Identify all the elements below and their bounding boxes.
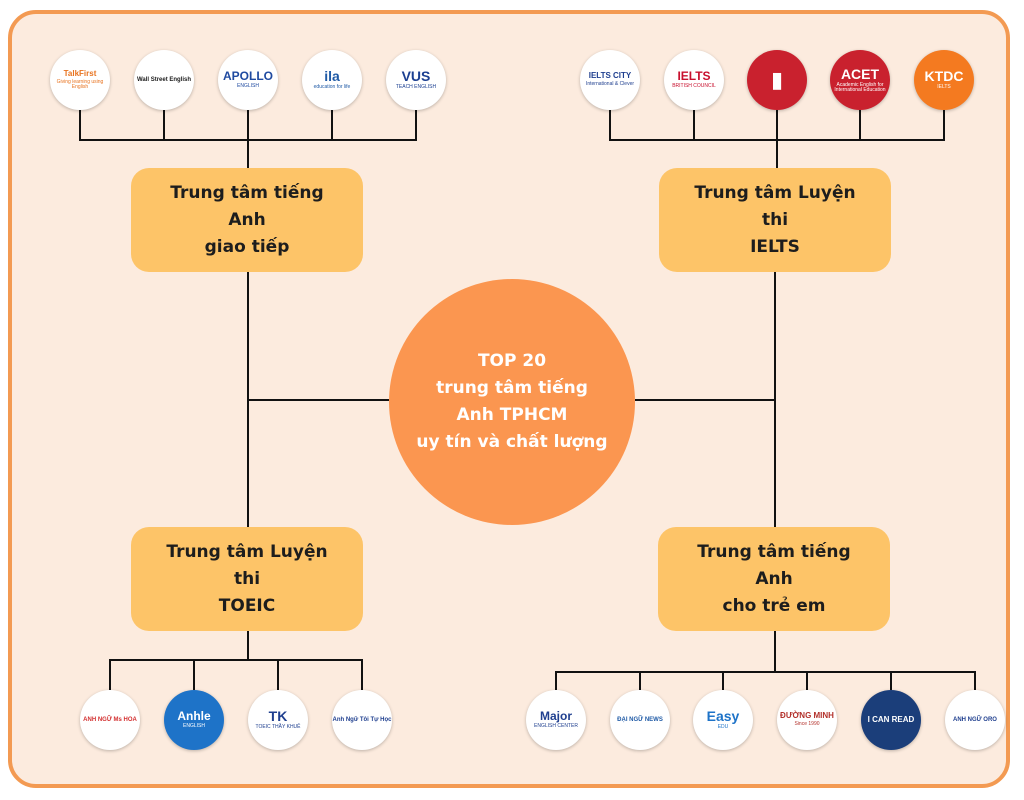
category-ielts-line-1: Trung tâm Luyện thi — [694, 182, 856, 230]
dai-ngu-news-logo-text: ĐẠI NGỮ NEWS — [617, 717, 663, 723]
book-logo-icon: ▮ — [747, 50, 807, 110]
british-council-logo-subtext: BRITISH COUNCIL — [672, 83, 716, 90]
ila-logo-text: ila — [324, 68, 340, 85]
major-english-center-logo-subtext: ENGLISH CENTER — [534, 723, 578, 730]
talkfirst-logo-text: TalkFirst — [63, 68, 97, 78]
anh-ngu-toi-tu-hoc-logo-icon: Anh Ngữ Tôi Tự Học — [332, 690, 392, 750]
connector-top-right-logos — [609, 110, 945, 168]
acet-logo-text: ACET — [840, 65, 880, 82]
category-communication-line-2: giao tiếp — [204, 236, 290, 257]
easy-edu-logo-text: Easy — [706, 708, 740, 725]
ielts-city-logo-subtext: International & Clever — [585, 81, 635, 88]
easy-edu-logo-subtext: EDU — [717, 724, 729, 731]
category-kids-line-2: cho trẻ em — [722, 595, 826, 616]
ielts-city-logo-text: IELTS CITY — [588, 71, 632, 81]
connector-bottom-left-logos — [109, 630, 363, 690]
anh-ngu-ms-hoa-logo-icon: ANH NGỮ Ms HOA — [80, 690, 140, 750]
british-council-logo-text: IELTS — [677, 69, 711, 84]
anh-ngu-oro-logo-icon: ANH NGỮ ORO — [945, 690, 1005, 750]
category-kids-box: Trung tâm tiếng Anh cho trẻ em — [658, 527, 890, 631]
center-title-line-2: trung tâm tiếng — [436, 378, 588, 398]
category-ielts-line-2: IELTS — [750, 236, 800, 257]
connector-center-right — [635, 272, 776, 528]
toeic-thay-khue-logo-subtext: TOEIC THẦY KHUÊ — [255, 724, 301, 731]
connector-center-left — [247, 272, 389, 528]
duong-minh-logo-subtext: Since 1990 — [794, 721, 820, 728]
acet-logo-subtext: Academic English for International Educa… — [834, 81, 886, 93]
anh-ngu-toi-tu-hoc-logo-text: Anh Ngữ Tôi Tự Học — [332, 717, 392, 723]
category-kids-line-1: Trung tâm tiếng Anh — [697, 541, 851, 589]
anhle-english-logo-text: Anhle — [177, 709, 211, 724]
category-toeic-line-1: Trung tâm Luyện thi — [166, 541, 328, 589]
toeic-thay-khue-logo-text: TK — [268, 708, 288, 725]
vus-logo-subtext: TEACH ENGLISH — [395, 84, 437, 91]
category-communication-box: Trung tâm tiếng Anh giao tiếp — [131, 168, 363, 272]
ktdc-ielts-logo-text: KTDC — [924, 68, 964, 85]
dai-ngu-news-logo-icon: ĐẠI NGỮ NEWS — [610, 690, 670, 750]
center-title-line-3: Anh TPHCM — [456, 405, 568, 425]
vus-logo-text: VUS — [401, 68, 431, 85]
wall-street-english-logo-text: Wall Street English — [136, 77, 192, 83]
ila-logo-subtext: education for life — [313, 84, 351, 91]
apollo-english-logo-subtext: ENGLISH — [237, 83, 259, 90]
center-title-line-1: TOP 20 — [477, 351, 547, 371]
major-english-center-logo-text: Major — [539, 709, 572, 724]
duong-minh-logo-text: ĐƯỜNG MINH — [780, 711, 834, 721]
ktdc-ielts-logo-subtext: IELTS — [937, 84, 951, 91]
connector-top-left-logos — [79, 110, 417, 168]
center-title-circle: TOP 20 trung tâm tiếng Anh TPHCM uy tín … — [389, 279, 635, 525]
anh-ngu-ms-hoa-logo-text: ANH NGỮ Ms HOA — [83, 717, 137, 723]
i-can-read-logo-icon: I CAN READ — [861, 690, 921, 750]
wall-street-english-logo-icon: Wall Street English — [134, 50, 194, 110]
apollo-english-logo-text: APOLLO — [223, 69, 273, 84]
book-icon: ▮ — [770, 67, 784, 92]
talkfirst-logo-subtext: Giving learning using English — [56, 78, 104, 90]
anh-ngu-oro-logo-text: ANH NGỮ ORO — [953, 717, 997, 723]
anhle-english-logo-subtext: ENGLISH — [183, 723, 205, 730]
center-title-line-4: uy tín và chất lượng — [416, 432, 608, 452]
category-toeic-line-2: TOEIC — [218, 595, 276, 616]
connector-bottom-right-logos — [555, 630, 976, 690]
i-can-read-logo-text: I CAN READ — [867, 715, 915, 724]
category-communication-line-1: Trung tâm tiếng Anh — [170, 182, 324, 230]
